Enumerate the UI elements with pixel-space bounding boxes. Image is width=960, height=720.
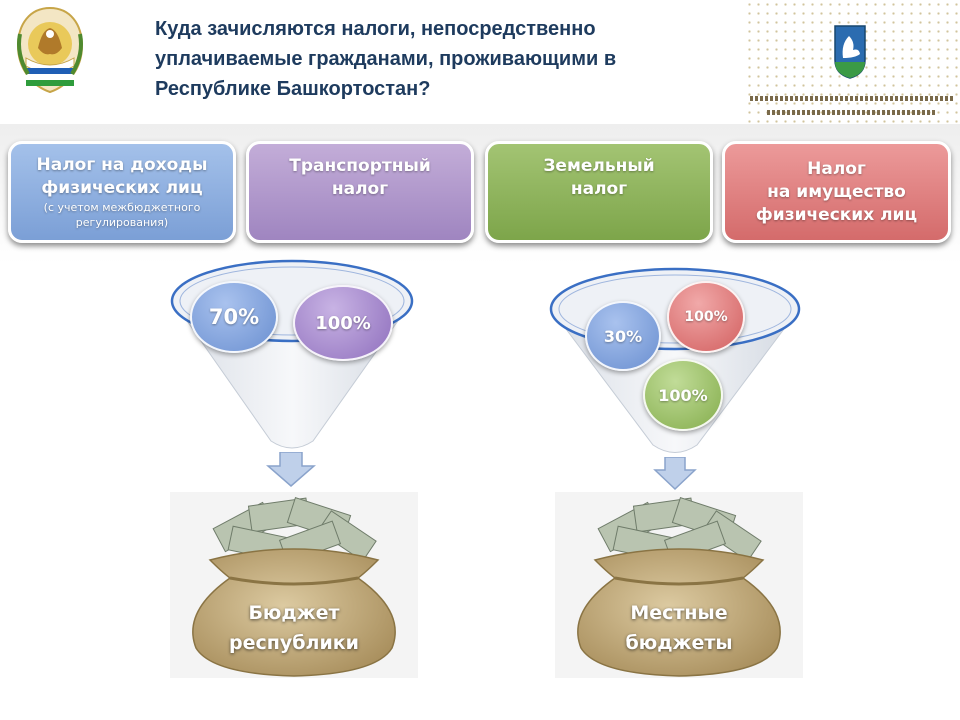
arrow-down-icon (653, 457, 697, 491)
bashkortostan-emblem-icon (16, 6, 84, 94)
arrow-down-icon (266, 452, 316, 487)
share-bubble-ndfl-30: 30% (585, 301, 661, 371)
logo-caption-line (750, 96, 955, 101)
header: Куда зачисляются налоги, непосредственно… (0, 0, 960, 124)
share-bubble-transport-100: 100% (293, 285, 393, 361)
tax-box-ndfl: Налог на доходы физических лиц (с учетом… (8, 141, 236, 243)
logo-caption-line (767, 110, 937, 115)
tax-box-land: Земельный налог (485, 141, 713, 243)
share-bubble-ndfl-70: 70% (190, 281, 278, 353)
tax-box-property: Налог на имущество физических лиц (722, 141, 951, 243)
share-bubble-property-100: 100% (667, 281, 745, 353)
budget-republic: Бюджет республики (170, 492, 418, 678)
funnel-local: 30% 100% 100% (545, 255, 805, 460)
funnel-left-icon (170, 259, 414, 449)
tax-box-transport: Транспортный налог (246, 141, 474, 243)
budget-local: Местные бюджеты (555, 492, 803, 678)
funnel-republic: 70% 100% (165, 255, 420, 455)
share-bubble-land-100: 100% (643, 359, 723, 431)
budget-label-line1: Местные (630, 602, 728, 624)
money-bag-icon (577, 497, 781, 677)
money-bag-icon (192, 497, 396, 677)
budget-label-line2: республики (229, 632, 359, 654)
budget-label-line2: бюджеты (625, 632, 733, 654)
page-title: Куда зачисляются налоги, непосредственно… (155, 18, 617, 100)
administration-logo (745, 0, 960, 124)
budget-label-line1: Бюджет (248, 602, 340, 624)
city-coat-of-arms-icon (834, 25, 866, 79)
